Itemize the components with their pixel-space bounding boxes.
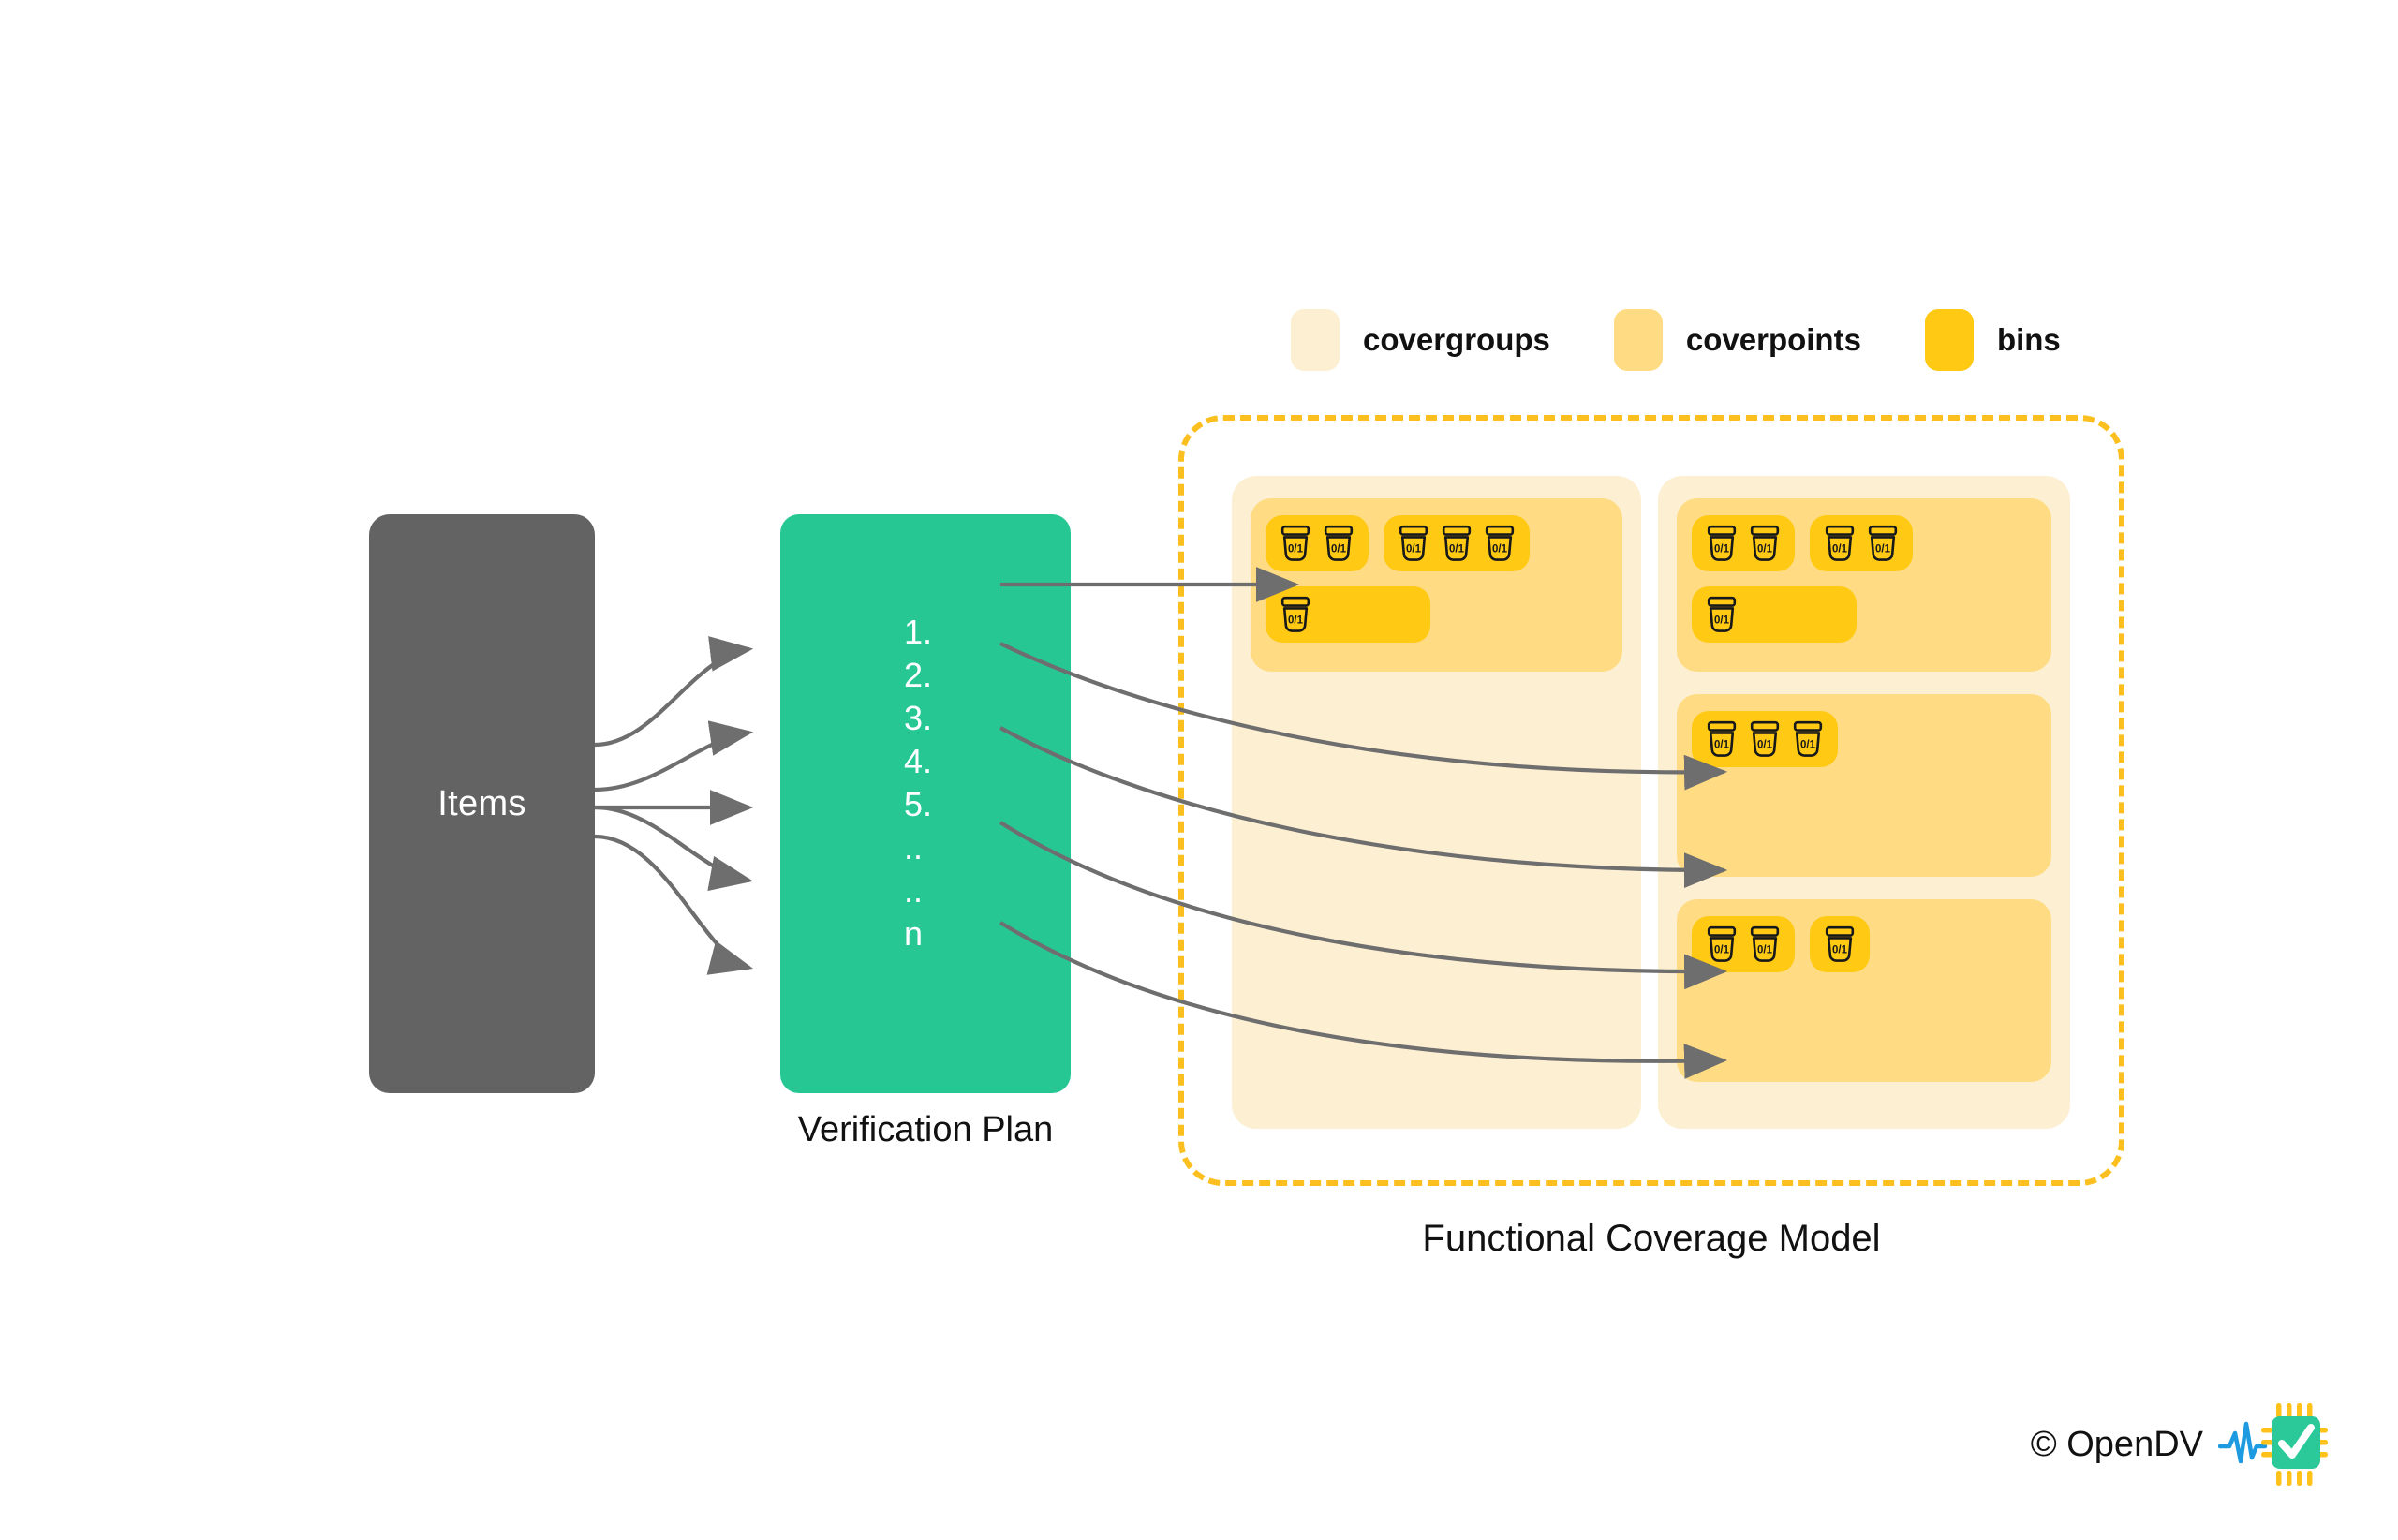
swatch-icon bbox=[1291, 309, 1340, 371]
arrow-items-to-plan-5 bbox=[594, 834, 754, 975]
bin-count-label: 0/1 bbox=[1714, 615, 1730, 627]
bin-count-label: 0/1 bbox=[1757, 544, 1773, 555]
plan-entry-7: .. bbox=[904, 871, 924, 910]
verification-plan-list: 1. 2. 3. 4. 5..... n bbox=[780, 514, 1071, 1093]
swatch-icon bbox=[1924, 309, 1974, 371]
bin-jar-icon: 0/1 bbox=[1750, 925, 1780, 962]
bin-group: 0/1 0/1 bbox=[1810, 515, 1913, 571]
bin-jar-icon: 0/1 bbox=[1280, 596, 1310, 632]
legend-item-bins: bins bbox=[1924, 309, 2061, 371]
bin-group: 0/1 0/1 0/1 bbox=[1384, 515, 1530, 571]
bin-jar-icon: 0/1 bbox=[1825, 525, 1855, 561]
plan-entry-6: .. bbox=[904, 828, 924, 866]
legend-item-covergroups: covergroups bbox=[1291, 309, 1550, 371]
bin-count-label: 0/1 bbox=[1832, 544, 1848, 555]
bin-jar-icon: 0/1 bbox=[1707, 925, 1737, 962]
bin-jar-icon: 0/1 bbox=[1485, 525, 1515, 561]
bin-jar-icon: 0/1 bbox=[1280, 525, 1310, 561]
bin-jar-icon: 0/1 bbox=[1750, 525, 1780, 561]
arrow-items-to-plan-2 bbox=[594, 720, 754, 792]
plan-entry-5: 5. bbox=[904, 785, 933, 823]
bin-count-label: 0/1 bbox=[1875, 544, 1891, 555]
bin-group: 0/1 0/1 bbox=[1266, 515, 1369, 571]
bin-group: 0/1 bbox=[1266, 586, 1430, 643]
opendv-chip-icon bbox=[2218, 1403, 2328, 1486]
swatch-icon bbox=[1613, 309, 1663, 371]
plan-entry-1: 1. bbox=[904, 613, 933, 651]
bin-count-label: 0/1 bbox=[1800, 740, 1816, 751]
bin-group: 0/1 0/1 bbox=[1692, 515, 1795, 571]
items-box: Items bbox=[369, 514, 595, 1093]
bin-jar-icon: 0/1 bbox=[1707, 720, 1737, 757]
verification-plan-caption: Verification Plan bbox=[797, 1110, 1054, 1149]
bin-jar-icon: 0/1 bbox=[1324, 525, 1354, 561]
arrow-items-to-plan-4 bbox=[594, 805, 754, 892]
plan-entry-3: 3. bbox=[904, 699, 933, 737]
legend: covergroups coverpoints bins bbox=[1291, 309, 2061, 371]
bin-jar-icon: 0/1 bbox=[1793, 720, 1823, 757]
legend-label-coverpoints: coverpoints bbox=[1685, 322, 1861, 357]
coverpoint-block: 0/1 0/1 0/1 0/1 0/1 0/1 bbox=[1251, 498, 1622, 672]
bin-jar-icon: 0/1 bbox=[1442, 525, 1472, 561]
bin-count-label: 0/1 bbox=[1714, 544, 1730, 555]
bin-group: 0/1 bbox=[1810, 916, 1870, 972]
bin-group: 0/1 0/1 0/1 bbox=[1692, 711, 1838, 767]
items-label: Items bbox=[437, 783, 526, 823]
bin-jar-icon: 0/1 bbox=[1399, 525, 1428, 561]
covergroup-1: 0/1 0/1 0/1 0/1 0/1 0/1 bbox=[1232, 476, 1641, 1129]
bin-count-label: 0/1 bbox=[1331, 544, 1347, 555]
coverpoint-block: 0/1 0/1 0/1 bbox=[1677, 694, 2051, 877]
bin-count-label: 0/1 bbox=[1757, 740, 1773, 751]
footer-logo: © OpenDV bbox=[2031, 1399, 2331, 1489]
bin-jar-icon: 0/1 bbox=[1825, 925, 1855, 962]
bin-jar-icon: 0/1 bbox=[1707, 596, 1737, 632]
functional-coverage-model-caption: Functional Coverage Model bbox=[1422, 1218, 1881, 1259]
plan-entry-4: 4. bbox=[904, 742, 933, 780]
bin-jar-icon: 0/1 bbox=[1868, 525, 1898, 561]
legend-label-covergroups: covergroups bbox=[1363, 322, 1550, 357]
bin-count-label: 0/1 bbox=[1288, 544, 1304, 555]
legend-item-coverpoints: coverpoints bbox=[1613, 309, 1861, 371]
bin-count-label: 0/1 bbox=[1406, 544, 1422, 555]
footer-copyright-text: © OpenDV bbox=[2030, 1424, 2203, 1464]
bin-count-label: 0/1 bbox=[1832, 945, 1848, 956]
coverpoint-block: 0/1 0/1 0/1 0/1 0/1 bbox=[1677, 498, 2051, 672]
bin-count-label: 0/1 bbox=[1714, 740, 1730, 751]
verification-plan-box: 1. 2. 3. 4. 5..... n bbox=[780, 514, 1071, 1093]
bin-count-label: 0/1 bbox=[1757, 945, 1773, 956]
arrow-items-to-plan-1 bbox=[594, 636, 754, 748]
bin-jar-icon: 0/1 bbox=[1707, 525, 1737, 561]
plan-entry-2: 2. bbox=[904, 656, 933, 694]
plan-entry-8: n bbox=[904, 914, 924, 953]
legend-label-bins: bins bbox=[1996, 322, 2061, 357]
bin-group: 0/1 bbox=[1692, 586, 1857, 643]
coverpoint-block: 0/1 0/1 0/1 bbox=[1677, 899, 2051, 1082]
bin-count-label: 0/1 bbox=[1492, 544, 1508, 555]
bin-group: 0/1 0/1 bbox=[1692, 916, 1795, 972]
bin-jar-icon: 0/1 bbox=[1750, 720, 1780, 757]
bin-count-label: 0/1 bbox=[1449, 544, 1465, 555]
bin-count-label: 0/1 bbox=[1714, 945, 1730, 956]
bin-count-label: 0/1 bbox=[1288, 615, 1304, 627]
covergroup-2: 0/1 0/1 0/1 0/1 0/1 0/1 0/1 0/1 0/1 0/1 0/1 bbox=[1658, 476, 2070, 1129]
